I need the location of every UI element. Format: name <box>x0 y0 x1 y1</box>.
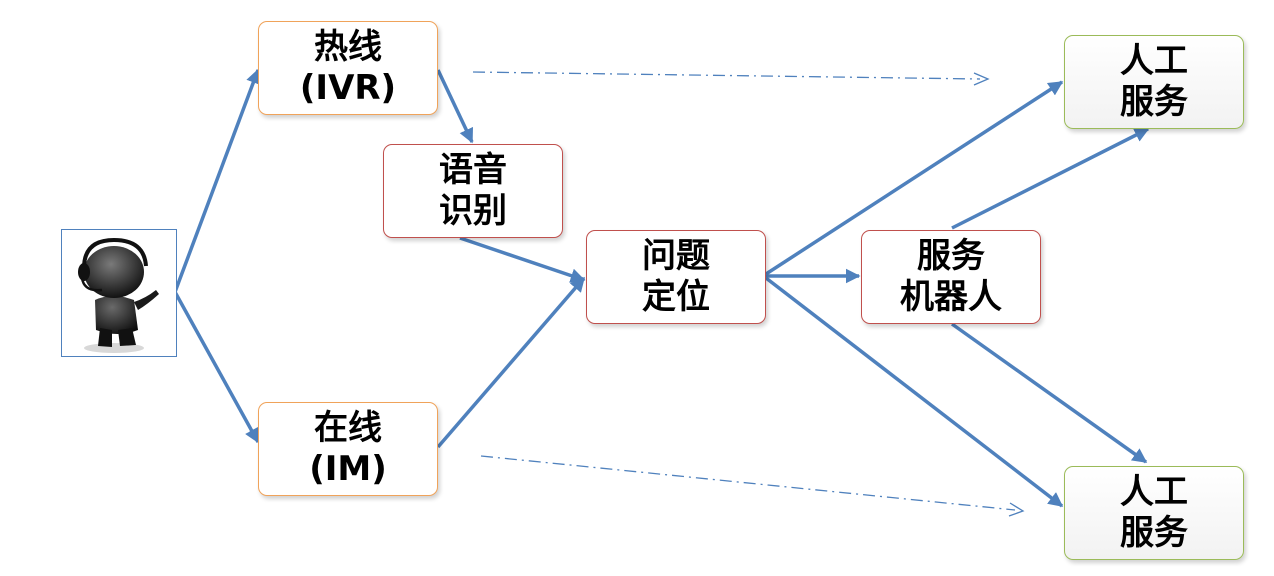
arrow-speech-to-locate <box>459 236 586 283</box>
arrow-online-to-locate <box>436 276 586 449</box>
headset-user-icon <box>78 237 159 353</box>
node-hotline-line1: 热线 <box>314 27 382 67</box>
arrow-user-to-hotline <box>173 68 261 293</box>
node-speech-line2: 识别 <box>439 191 507 231</box>
node-locate-line1: 问题 <box>642 236 710 276</box>
dashed-link-bottom <box>480 455 1016 511</box>
dashed-arrowhead-bottom <box>1008 502 1025 517</box>
dashed-link-top <box>472 71 981 80</box>
node-online-line2: (IM) <box>309 449 387 489</box>
arrow-robot-to-human-top <box>951 127 1150 230</box>
node-hotline-ivr: 热线 (IVR) <box>258 21 438 115</box>
arrow-robot-to-human-bottom <box>950 322 1148 464</box>
node-human-bottom-line1: 人工 <box>1120 472 1188 512</box>
user-figure <box>61 229 177 357</box>
node-human-top-line1: 人工 <box>1120 41 1188 81</box>
node-online-line1: 在线 <box>314 408 382 448</box>
node-human-bottom-line2: 服务 <box>1120 513 1188 553</box>
dashed-arrowhead-top <box>973 72 990 86</box>
arrow-user-to-online <box>173 291 260 444</box>
arrow-locate-to-human-bottom <box>764 276 1064 508</box>
node-problem-locate: 问题 定位 <box>586 230 766 324</box>
node-robot-line1: 服务 <box>917 236 985 276</box>
node-online-im: 在线 (IM) <box>258 402 438 496</box>
node-speech-line1: 语音 <box>439 150 507 190</box>
arrow-locate-to-human-top <box>765 80 1064 276</box>
node-human-service-top: 人工 服务 <box>1064 35 1244 129</box>
node-robot-line2: 机器人 <box>900 277 1002 317</box>
node-hotline-line2: (IVR) <box>299 68 397 108</box>
node-human-top-line2: 服务 <box>1120 82 1188 122</box>
node-speech-recognition: 语音 识别 <box>383 144 563 238</box>
arrow-hotline-to-speech <box>436 69 474 144</box>
node-service-robot: 服务 机器人 <box>861 230 1041 324</box>
node-locate-line2: 定位 <box>642 277 710 317</box>
node-human-service-bottom: 人工 服务 <box>1064 466 1244 560</box>
